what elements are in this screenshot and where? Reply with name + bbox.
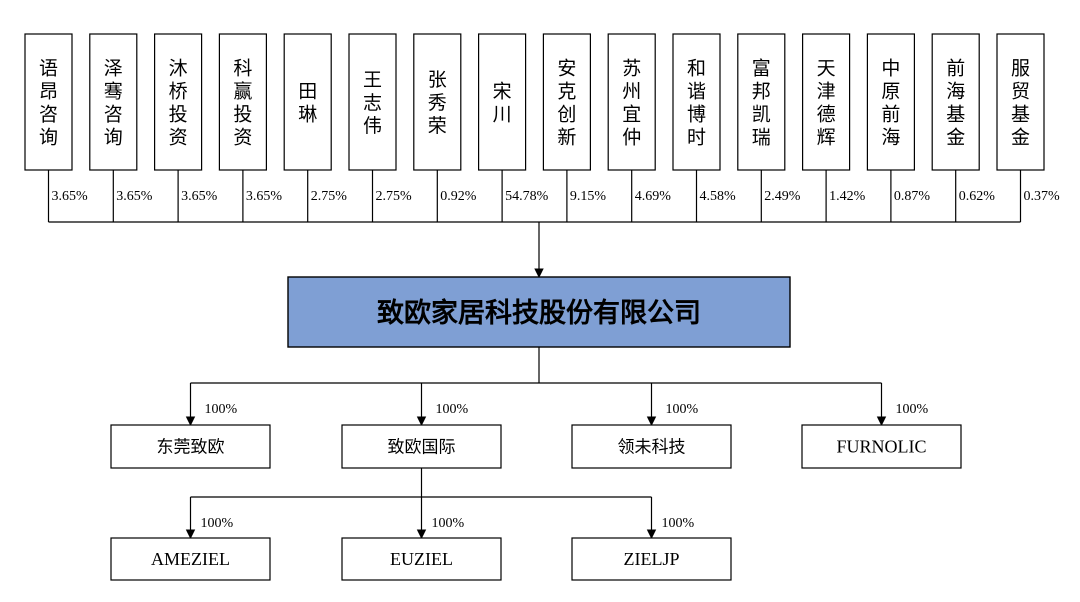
shareholder-name: 沐桥投资: [169, 58, 188, 149]
subsidiary-percentage: 100%: [205, 402, 238, 417]
shareholder-11: 富邦凯瑞 2.49%: [737, 33, 801, 204]
shareholder-percentage: 3.65%: [52, 189, 89, 204]
shareholder-percentage: 2.49%: [764, 189, 801, 204]
second-level-box: [110, 537, 271, 581]
shareholder-name: 中原前海: [881, 58, 900, 149]
shareholder-box: [89, 33, 138, 171]
second-level-percentage: 100%: [662, 516, 695, 531]
shareholder-name: 安克创新: [557, 58, 576, 149]
second-level-percentage: 100%: [432, 516, 465, 531]
shareholder-percentage: 3.65%: [246, 189, 283, 204]
shareholder-name: 富邦凯瑞: [752, 58, 771, 149]
shareholder-percentage: 9.15%: [570, 189, 607, 204]
second-level-subsidiary-1: 100% EUZIEL: [341, 497, 502, 581]
shareholder-box: [737, 33, 786, 171]
shareholder-5: 王志伟 2.75%: [348, 33, 413, 204]
subsidiary-percentage: 100%: [896, 402, 929, 417]
shareholder-box: [478, 33, 527, 171]
shareholder-percentage: 0.92%: [440, 189, 477, 204]
shareholder-15: 服贸基金 0.37%: [996, 33, 1061, 204]
shareholder-9: 苏州宜仲 4.69%: [607, 33, 672, 204]
shareholder-name: 科赢投资: [233, 58, 252, 149]
shareholder-row: 语昂咨询 3.65% 泽骞咨询 3.65% 沐桥投资 3.65% 科赢投资 3.65% 田琳 2.…: [24, 33, 1061, 204]
subsidiary-box: [801, 424, 962, 469]
subsidiary-row: 100% 东莞致欧 100% 致欧国际 100% 领未科技 100% FURNOLIC: [110, 383, 962, 469]
subsidiary-box: [571, 424, 732, 469]
shareholder-box: [672, 33, 721, 171]
second-level-subsidiary-0: 100% AMEZIEL: [110, 497, 271, 581]
shareholder-10: 和谐博时 4.58%: [672, 33, 737, 204]
shareholder-4: 田琳 2.75%: [283, 33, 348, 204]
main-company-group: 致欧家居科技股份有限公司: [287, 276, 791, 348]
second-level-box: [341, 537, 502, 581]
shareholder-name: 宋川: [493, 81, 512, 126]
subsidiary-3: 100% FURNOLIC: [801, 383, 962, 469]
subsidiary-name: FURNOLIC: [836, 437, 926, 457]
subsidiary-name: 领未科技: [618, 438, 686, 458]
second-level-name: EUZIEL: [390, 549, 453, 569]
second-level-subsidiary-row: 100% AMEZIEL 100% EUZIEL 100% ZIELJP: [110, 497, 732, 581]
shareholder-14: 前海基金 0.62%: [931, 33, 996, 204]
shareholder-box: [24, 33, 73, 171]
shareholder-1: 泽骞咨询 3.65%: [89, 33, 153, 204]
shareholder-name: 和谐博时: [687, 58, 706, 149]
shareholder-box: [607, 33, 656, 171]
subsidiary-name: 东莞致欧: [157, 438, 225, 458]
shareholder-name: 服贸基金: [1011, 58, 1030, 149]
shareholder-box: [218, 33, 267, 171]
shareholder-name: 王志伟: [363, 69, 382, 137]
shareholder-6: 张秀荣 0.92%: [413, 33, 477, 204]
shareholder-percentage: 0.37%: [1024, 189, 1061, 204]
shareholder-box: [996, 33, 1045, 171]
shareholder-box: [348, 33, 397, 171]
main-company-name: 致欧家居科技股份有限公司: [377, 297, 701, 329]
subsidiary-box: [341, 424, 502, 469]
shareholder-box: [866, 33, 916, 171]
shareholder-percentage: 0.87%: [894, 189, 931, 204]
shareholder-name: 前海基金: [946, 58, 965, 149]
shareholder-name: 天津德辉: [817, 58, 836, 149]
shareholder-name: 张秀荣: [428, 69, 447, 137]
subsidiary-percentage: 100%: [666, 402, 699, 417]
shareholder-2: 沐桥投资 3.65%: [154, 33, 218, 204]
shareholder-12: 天津德辉 1.42%: [801, 33, 866, 204]
shareholder-name: 泽骞咨询: [104, 58, 123, 149]
shareholder-percentage: 3.65%: [116, 189, 153, 204]
subsidiary-name: 致欧国际: [388, 438, 456, 458]
shareholder-name: 苏州宜仲: [622, 58, 641, 149]
shareholder-name: 田琳: [298, 81, 317, 126]
shareholder-percentage: 1.42%: [829, 189, 866, 204]
second-level-subsidiary-2: 100% ZIELJP: [571, 497, 732, 581]
shareholder-percentage: 2.75%: [311, 189, 348, 204]
shareholder-percentage: 54.78%: [505, 189, 548, 204]
second-level-name: ZIELJP: [624, 549, 680, 569]
shareholder-7: 宋川 54.78%: [478, 33, 549, 204]
shareholder-13: 中原前海 0.87%: [866, 33, 931, 204]
shareholder-3: 科赢投资 3.65%: [218, 33, 283, 204]
shareholder-percentage: 4.69%: [635, 189, 672, 204]
shareholder-percentage: 2.75%: [376, 189, 413, 204]
subsidiary-2: 100% 领未科技: [571, 383, 732, 469]
shareholder-name: 语昂咨询: [39, 58, 58, 149]
second-level-name: AMEZIEL: [151, 549, 230, 569]
subsidiary-0: 100% 东莞致欧: [110, 383, 271, 469]
shareholder-percentage: 3.65%: [181, 189, 218, 204]
shareholder-percentage: 4.58%: [700, 189, 737, 204]
shareholder-8: 安克创新 9.15%: [542, 33, 607, 204]
subsidiary-box: [110, 424, 271, 469]
subsidiary-1: 100% 致欧国际: [341, 383, 502, 469]
second-level-percentage: 100%: [201, 516, 234, 531]
shareholder-percentage: 0.62%: [959, 189, 996, 204]
shareholder-box: [154, 33, 203, 171]
main-company-box: [287, 276, 791, 348]
subsidiary-percentage: 100%: [436, 402, 469, 417]
second-level-box: [571, 537, 732, 581]
shareholder-0: 语昂咨询 3.65%: [24, 33, 89, 204]
